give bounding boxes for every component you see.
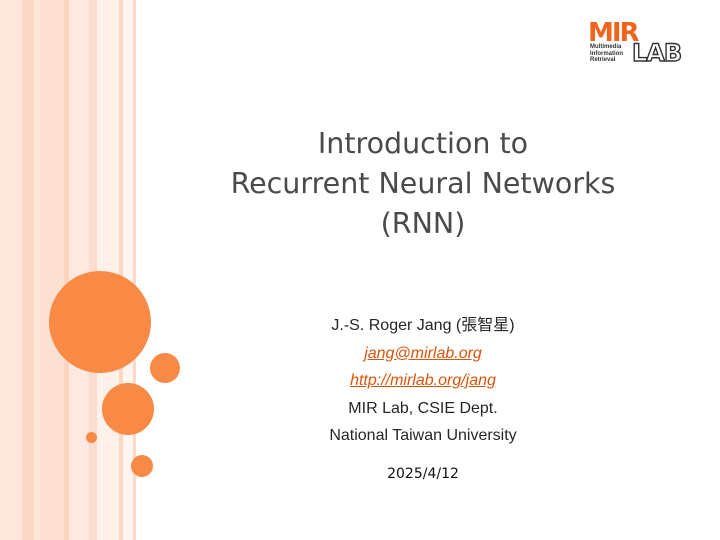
author-email-link[interactable]: jang@mirlab.org xyxy=(364,344,482,362)
author-name: J.-S. Roger Jang (張智星) xyxy=(331,317,515,334)
title-line: Introduction to xyxy=(317,127,529,160)
decorative-circle-small xyxy=(150,353,180,383)
logo-mark: MIR xyxy=(588,18,640,48)
title-line: Recurrent Neural Networks xyxy=(230,167,616,200)
author-homepage-link[interactable]: http://mirlab.org/jang xyxy=(350,372,496,389)
decorative-stripes xyxy=(0,0,140,540)
decorative-circle-tiny xyxy=(86,432,97,443)
logo-subtitle: Multimedia Information Retrieval xyxy=(590,44,623,64)
decorative-circle-medium xyxy=(102,383,154,435)
logo-lab: LAB xyxy=(631,39,683,67)
logo-subtitle-line: Multimedia xyxy=(590,44,622,50)
title-line: (RNN) xyxy=(380,207,466,240)
slide-date: 2025/4/12 xyxy=(387,466,459,482)
mirlab-logo: MIR Multimedia Information Retrieval LAB xyxy=(588,20,692,68)
author-department: MIR Lab, CSIE Dept. xyxy=(348,399,498,417)
logo-subtitle-line: Information xyxy=(590,50,623,57)
author-block: J.-S. Roger Jang (張智星) jang@mirlab.org h… xyxy=(222,312,624,450)
author-university: National Taiwan University xyxy=(329,427,517,444)
logo-subtitle-line: Retrieval xyxy=(590,57,616,63)
decorative-circle-large xyxy=(49,271,151,373)
decorative-circle-small-2 xyxy=(131,455,153,477)
slide-title: Introduction to Recurrent Neural Network… xyxy=(160,124,686,244)
